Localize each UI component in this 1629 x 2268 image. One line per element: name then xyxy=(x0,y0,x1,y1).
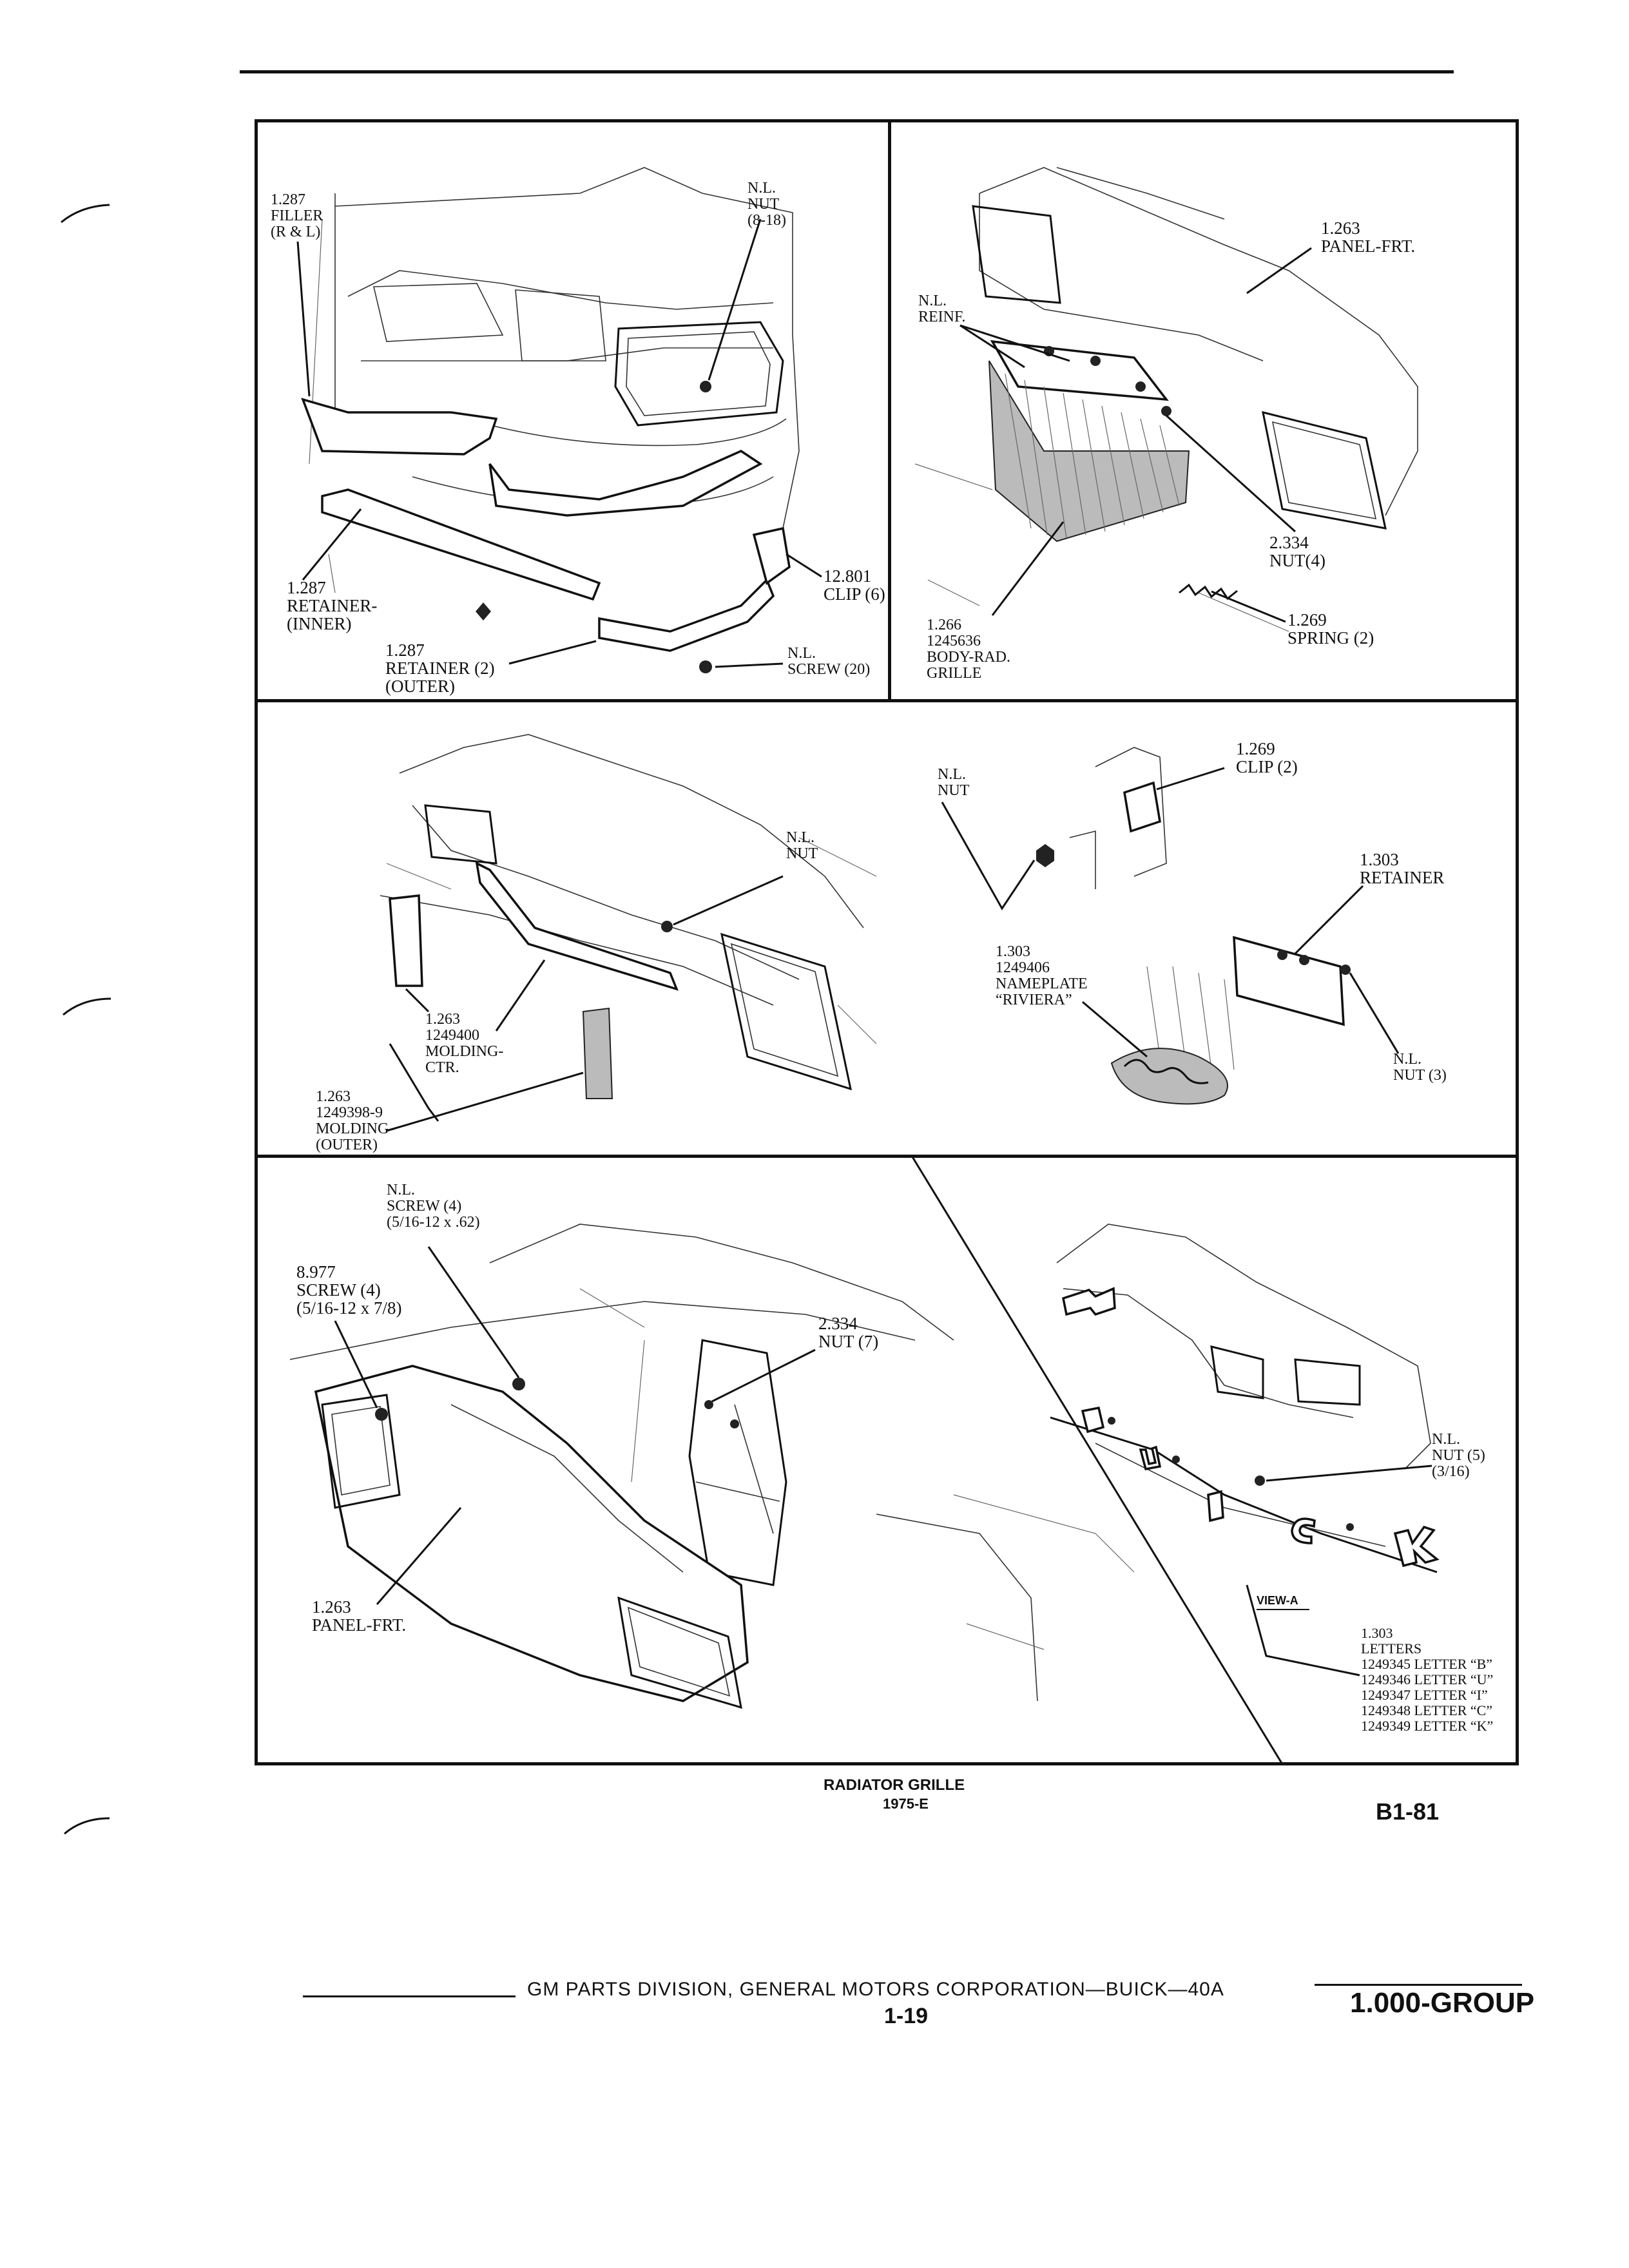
label-grille: 1.266 1245636 BODY-RAD. GRILLE xyxy=(927,617,1011,682)
letters-strip xyxy=(1050,1418,1437,1572)
label-filler: 1.287 FILLER (R & L) xyxy=(271,191,323,240)
footer-rule-left xyxy=(303,1995,516,1997)
clip-part xyxy=(754,528,789,583)
label-spring: 1.269 SPRING (2) xyxy=(1287,610,1374,648)
molding-outer-left-part xyxy=(390,896,422,986)
label-panel-frt-bottom: 1.263 PANEL-FRT. xyxy=(312,1597,407,1635)
nut-part xyxy=(661,921,673,932)
label-screw-nl: N.L. SCREW (4) (5/16-12 x .62) xyxy=(387,1182,480,1231)
front-panel-part xyxy=(316,1366,747,1707)
frame-divider-v1 xyxy=(888,119,891,700)
letter-u-part xyxy=(1141,1447,1160,1469)
footer-group: 1.000-GROUP xyxy=(1350,1987,1535,2019)
panel5-frame-drawing xyxy=(290,1224,1134,1701)
caption-year: 1975-E xyxy=(883,1796,929,1812)
label-retainer-inner: 1.287 RETAINER- (INNER) xyxy=(287,578,378,633)
label-clip-1269: 1.269 CLIP (2) xyxy=(1236,739,1298,776)
panel6-car-front-drawing xyxy=(1057,1224,1431,1469)
letter-k-part xyxy=(1395,1527,1437,1566)
letter-c-part xyxy=(1292,1519,1315,1543)
label-panel-frt-top: 1.263 PANEL-FRT. xyxy=(1321,218,1416,256)
retainer-outer-part xyxy=(599,580,773,651)
nut-part xyxy=(1036,844,1054,867)
riviera-nameplate-part xyxy=(1112,1048,1228,1104)
panel2-front-panel-drawing xyxy=(915,168,1418,631)
caption-title: RADIATOR GRILLE xyxy=(824,1776,965,1794)
molding-outer-right-part xyxy=(583,1008,612,1099)
screw-part xyxy=(699,660,712,673)
footer-division: GM PARTS DIVISION, GENERAL MOTORS CORPOR… xyxy=(527,1979,1224,2000)
label-retainer-1303: 1.303 RETAINER xyxy=(1360,850,1445,887)
panel4-bracket-drawing xyxy=(1070,747,1234,1070)
label-reinf: N.L. REINF. xyxy=(918,293,966,325)
clip-part xyxy=(1124,783,1160,831)
label-screw-8977: 8.977 SCREW (4) (5/16-12 x 7/8) xyxy=(296,1262,402,1318)
letter-b-part xyxy=(1083,1408,1103,1432)
label-clip-12801: 12.801 CLIP (6) xyxy=(824,566,885,604)
frame-divider-h2 xyxy=(255,1155,1519,1158)
reinf-part xyxy=(992,341,1166,399)
view-a-label: VIEW-A xyxy=(1257,1594,1298,1607)
grille-part xyxy=(989,361,1189,541)
nut-part xyxy=(1255,1475,1265,1486)
view-a-arrow xyxy=(1063,1289,1115,1314)
label-nut-panel4: N.L. NUT xyxy=(938,766,970,799)
filler-part-right xyxy=(490,451,760,515)
label-nut-5: N.L. NUT (5) (3/16) xyxy=(1432,1431,1485,1480)
retainer-inner-part xyxy=(322,490,599,599)
screw-part-left xyxy=(476,602,491,620)
screw-part xyxy=(512,1378,525,1390)
label-retainer-outer: 1.287 RETAINER (2) (OUTER) xyxy=(385,640,495,696)
page-code: B1-81 xyxy=(1376,1798,1440,1825)
nut-part xyxy=(700,381,711,392)
label-nut-2334-7: 2.334 NUT (7) xyxy=(818,1314,879,1351)
label-letters: 1.303 LETTERS 1249345 LETTER “B” 1249346… xyxy=(1361,1625,1494,1734)
filler-part xyxy=(303,399,496,454)
label-screw-20: N.L. SCREW (20) xyxy=(787,645,871,678)
screw-part-8977 xyxy=(375,1408,388,1421)
label-molding-outer: 1.263 1249398-9 MOLDING- (OUTER) xyxy=(316,1088,394,1153)
top-rule xyxy=(240,70,1454,73)
molding-ctr-part xyxy=(477,863,677,989)
panel3-front-end-drawing xyxy=(380,735,876,1089)
figure-frame xyxy=(255,119,1519,1765)
frame-divider-h1 xyxy=(255,699,1519,702)
label-nut-2334-4: 2.334 NUT(4) xyxy=(1269,533,1325,570)
label-nut-3: N.L. NUT (3) xyxy=(1393,1051,1447,1084)
footer-rule-right xyxy=(1315,1984,1522,1986)
label-nut-panel3: N.L. NUT xyxy=(786,829,818,862)
view-a-underline xyxy=(1257,1609,1309,1610)
label-molding-ctr: 1.263 1249400 MOLDING- CTR. xyxy=(425,1011,504,1076)
label-nameplate-riviera: 1.303 1249406 NAMEPLATE “RIVIERA” xyxy=(996,943,1088,1008)
label-nut-8-18: N.L. NUT (8-18) xyxy=(747,180,786,229)
letter-i-part xyxy=(1208,1492,1223,1521)
footer-page-number: 1-19 xyxy=(884,2004,929,2028)
